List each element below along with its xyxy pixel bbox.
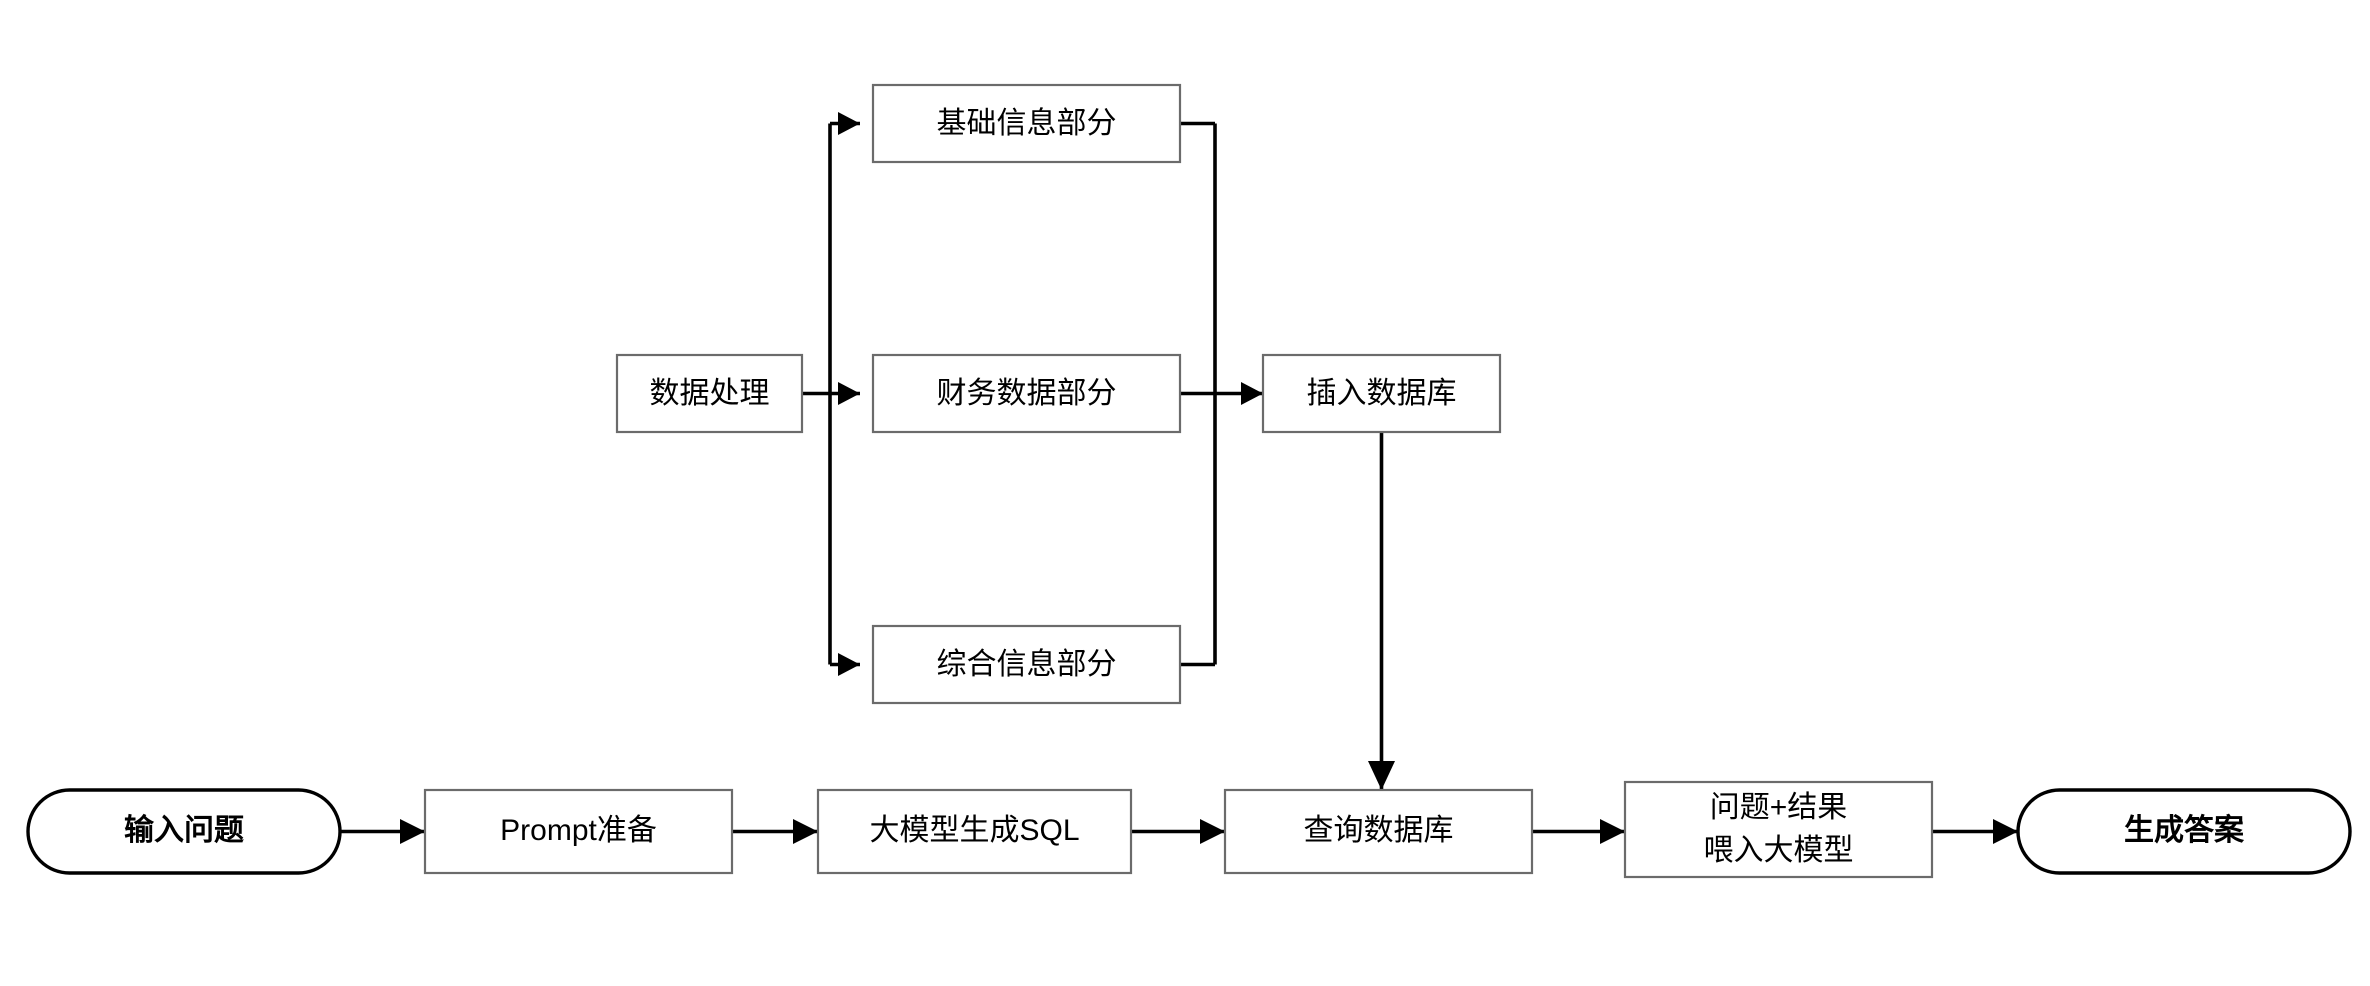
node-prompt-prepare[interactable]: Prompt准备 xyxy=(423,788,734,875)
node-prompt-prepare-shape[interactable] xyxy=(423,788,734,875)
node-input-question-shape[interactable] xyxy=(26,788,342,875)
node-input-question-label: 输入问题 xyxy=(124,814,244,847)
edge-llm-generate-sql-to-query-database xyxy=(1131,819,1225,844)
node-llm-generate-sql-label: 大模型生成SQL xyxy=(869,814,1079,847)
edge-input-question-to-prompt-prepare xyxy=(340,819,425,844)
node-generate-answer-shape[interactable] xyxy=(2016,788,2352,875)
node-llm-generate-sql[interactable]: 大模型生成SQL xyxy=(816,788,1133,875)
edge-layer xyxy=(340,112,2018,844)
node-insert-database-shape[interactable] xyxy=(1261,353,1502,434)
node-feed-llm[interactable]: 问题+结果 喂入大模型 xyxy=(1623,780,1934,879)
node-data-processing-shape[interactable] xyxy=(615,353,804,434)
edge-data-processing-to-composite-info xyxy=(830,653,860,676)
node-basic-info-shape[interactable] xyxy=(871,83,1182,164)
arrowhead-icon xyxy=(1368,761,1395,790)
arrowhead-icon xyxy=(838,382,860,405)
node-query-database[interactable]: 查询数据库 xyxy=(1223,788,1534,875)
node-composite-info-label: 综合信息部分 xyxy=(937,648,1117,681)
node-insert-database[interactable]: 插入数据库 xyxy=(1261,353,1502,434)
arrowhead-icon xyxy=(793,819,818,844)
node-data-processing-label: 数据处理 xyxy=(650,377,770,410)
node-generate-answer-label: 生成答案 xyxy=(2124,813,2245,847)
arrowhead-icon xyxy=(400,819,425,844)
edge-feed-llm-to-generate-answer xyxy=(1932,819,2018,844)
node-financial-data[interactable]: 财务数据部分 xyxy=(871,353,1182,434)
node-prompt-prepare-label: Prompt准备 xyxy=(500,814,657,847)
arrowhead-icon xyxy=(1241,382,1263,405)
node-financial-data-label: 财务数据部分 xyxy=(937,377,1117,410)
node-layer: 基础信息部分 数据处理 财务数据部分 插入数据库 综合信息部分 xyxy=(26,83,2352,879)
arrowhead-icon xyxy=(1200,819,1225,844)
node-composite-info[interactable]: 综合信息部分 xyxy=(871,624,1182,705)
edge-data-processing-to-basic-info xyxy=(830,112,860,135)
edge-insert-database-to-query-database xyxy=(1368,432,1395,790)
node-llm-generate-sql-shape[interactable] xyxy=(816,788,1133,875)
edge-prompt-prepare-to-llm-generate-sql xyxy=(732,819,818,844)
arrowhead-icon xyxy=(838,653,860,676)
edge-financial-data-to-insert-database xyxy=(1180,382,1263,405)
node-composite-info-shape[interactable] xyxy=(871,624,1182,705)
node-basic-info[interactable]: 基础信息部分 xyxy=(871,83,1182,164)
node-feed-llm-shape[interactable] xyxy=(1623,780,1934,879)
arrowhead-icon xyxy=(1600,819,1625,844)
node-financial-data-shape[interactable] xyxy=(871,353,1182,434)
arrowhead-icon xyxy=(838,112,860,135)
arrowhead-icon xyxy=(1993,819,2018,844)
node-query-database-shape[interactable] xyxy=(1223,788,1534,875)
node-insert-database-label: 插入数据库 xyxy=(1307,377,1457,410)
node-basic-info-label: 基础信息部分 xyxy=(937,107,1117,140)
node-query-database-label: 查询数据库 xyxy=(1304,814,1454,847)
node-input-question[interactable]: 输入问题 xyxy=(26,788,342,875)
node-data-processing[interactable]: 数据处理 xyxy=(615,353,804,434)
edge-query-database-to-feed-llm xyxy=(1532,819,1625,844)
node-feed-llm-label-line2: 喂入大模型 xyxy=(1704,834,1854,867)
node-feed-llm-label-line1: 问题+结果 xyxy=(1710,791,1848,824)
node-generate-answer[interactable]: 生成答案 xyxy=(2016,788,2352,875)
